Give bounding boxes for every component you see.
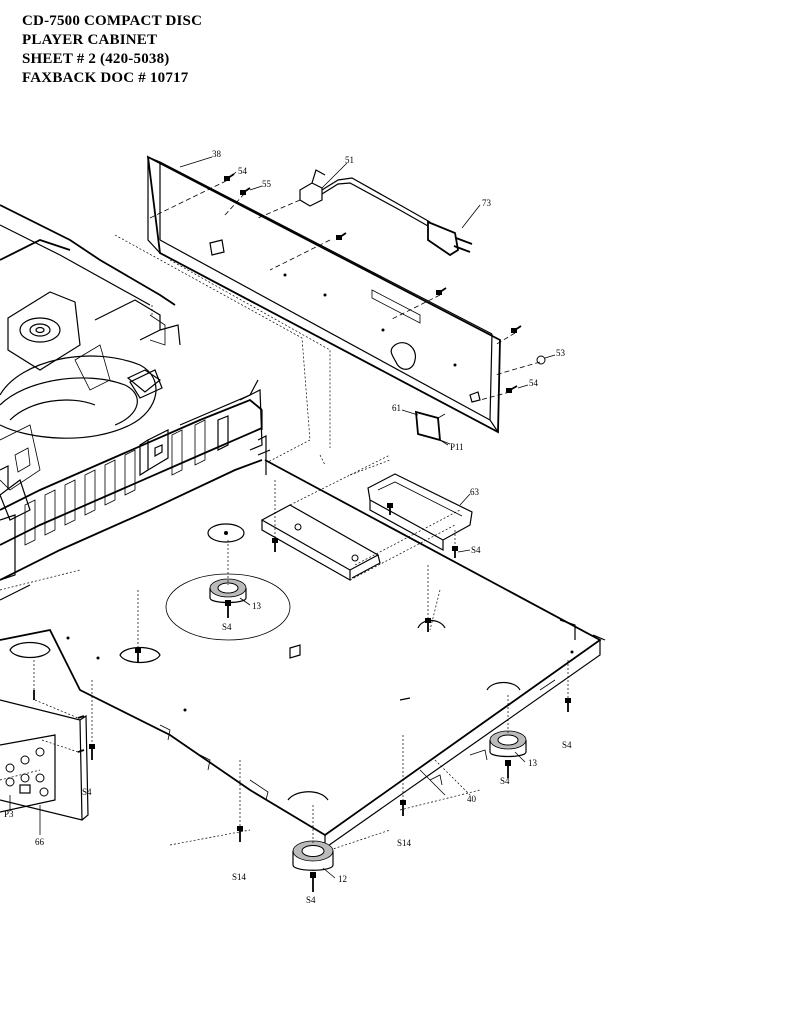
foot-13-right [489, 695, 527, 778]
callout-s4-plate: S4 [471, 545, 481, 555]
title-line-faxback: FAXBACK DOC # 10717 [22, 70, 189, 86]
title-line-part: PLAYER CABINET [22, 32, 158, 48]
callout-12: 12 [338, 874, 347, 884]
callout-40: 40 [467, 794, 477, 804]
title-line-model: CD-7500 COMPACT DISC [22, 13, 203, 29]
callout-s14-right: S14 [397, 838, 412, 848]
bracket-61 [414, 410, 449, 446]
cd-mechanism [0, 204, 271, 601]
leader-lines [179, 156, 556, 879]
callout-73: 73 [482, 198, 492, 208]
callout-p11: P11 [450, 442, 464, 452]
callout-54-right: 54 [529, 378, 539, 388]
title-line-sheet: SHEET # 2 (420-5038) [22, 51, 170, 67]
rear-screws [149, 173, 546, 401]
callout-54-top: 54 [238, 166, 248, 176]
chassis-screws [33, 480, 571, 842]
base-plate-63 [260, 454, 473, 582]
assembly-guide-lines [0, 234, 481, 851]
foot-12 [292, 805, 334, 892]
callout-13-right: 13 [528, 758, 538, 768]
bottom-chassis [0, 459, 606, 850]
callout-s14-left: S14 [232, 872, 247, 882]
callout-s4-front: S4 [82, 787, 92, 797]
foot-13-upper [165, 523, 291, 641]
callout-13-upper: 13 [252, 601, 262, 611]
callout-55: 55 [262, 179, 272, 189]
callout-63: 63 [470, 487, 480, 497]
callout-s4-right-edge: S4 [562, 740, 572, 750]
callout-51: 51 [345, 155, 354, 165]
callout-p3: P3 [4, 809, 14, 819]
rear-panel [146, 155, 501, 434]
callout-s4-right-foot: S4 [500, 776, 510, 786]
front-jack-panel [0, 699, 89, 835]
callout-61: 61 [392, 403, 401, 413]
callout-labels: 38 54 55 51 73 53 54 61 P11 63 S4 13 S4 … [4, 149, 572, 905]
callout-53: 53 [556, 348, 566, 358]
callout-66: 66 [35, 837, 45, 847]
callout-s4-upper-foot: S4 [222, 622, 232, 632]
callout-s4-bottom: S4 [306, 895, 316, 905]
callout-38: 38 [212, 149, 222, 159]
power-cord [257, 169, 473, 257]
